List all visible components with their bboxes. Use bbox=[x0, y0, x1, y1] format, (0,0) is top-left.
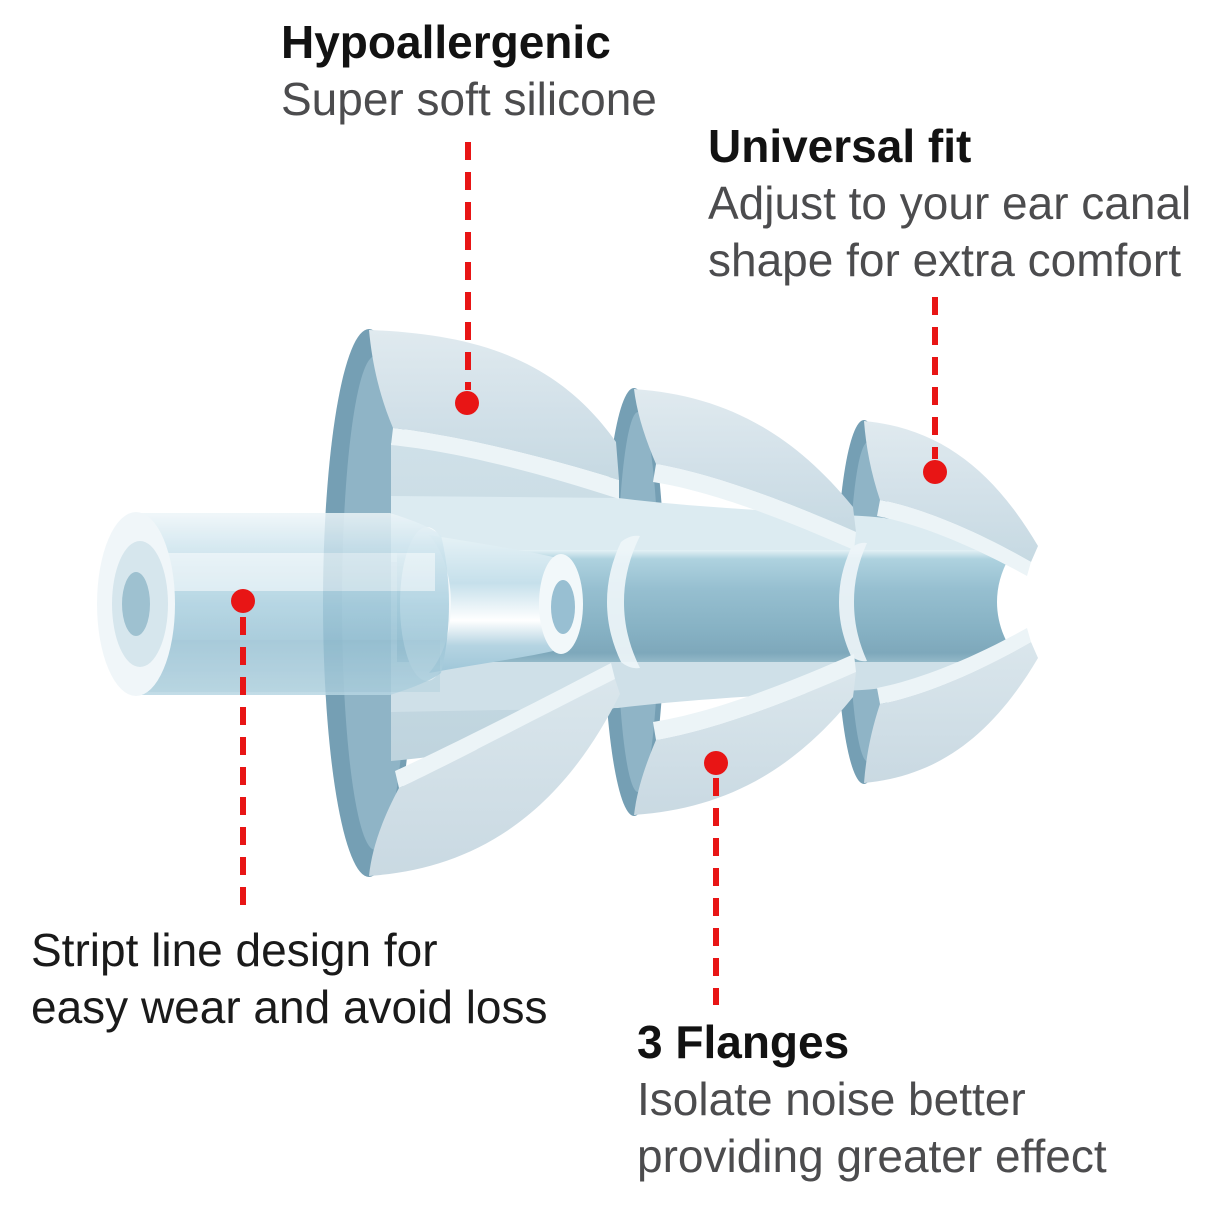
label-universal-fit: Universal fit Adjust to your ear canal s… bbox=[708, 118, 1191, 289]
callout-annotations bbox=[231, 142, 947, 1005]
callout-dot-universal-fit bbox=[923, 460, 947, 484]
hypoallergenic-subtitle: Super soft silicone bbox=[281, 73, 657, 125]
flange-2 bbox=[607, 389, 856, 815]
stem-hole bbox=[122, 572, 150, 636]
label-hypoallergenic: Hypoallergenic Super soft silicone bbox=[281, 14, 657, 128]
three-flanges-line1: Isolate noise better bbox=[637, 1073, 1026, 1125]
three-flanges-title: 3 Flanges bbox=[637, 1016, 850, 1068]
flange-3 bbox=[839, 421, 1038, 783]
hypoallergenic-title: Hypoallergenic bbox=[281, 16, 611, 68]
universal-fit-line2: shape for extra comfort bbox=[708, 234, 1181, 286]
three-flanges-line2: providing greater effect bbox=[637, 1130, 1107, 1182]
universal-fit-title: Universal fit bbox=[708, 120, 972, 172]
callout-dot-strip-line bbox=[231, 589, 255, 613]
label-three-flanges: 3 Flanges Isolate noise better providing… bbox=[637, 1014, 1107, 1185]
callout-dot-three-flanges bbox=[704, 751, 728, 775]
strip-line-line2: easy wear and avoid loss bbox=[31, 981, 548, 1033]
universal-fit-line1: Adjust to your ear canal bbox=[708, 177, 1192, 229]
label-strip-line: Stript line design for easy wear and avo… bbox=[31, 922, 548, 1036]
callout-dot-hypoallergenic bbox=[455, 391, 479, 415]
stem bbox=[97, 512, 449, 696]
flange-1 bbox=[369, 330, 620, 876]
strip-line-line1: Stript line design for bbox=[31, 924, 438, 976]
